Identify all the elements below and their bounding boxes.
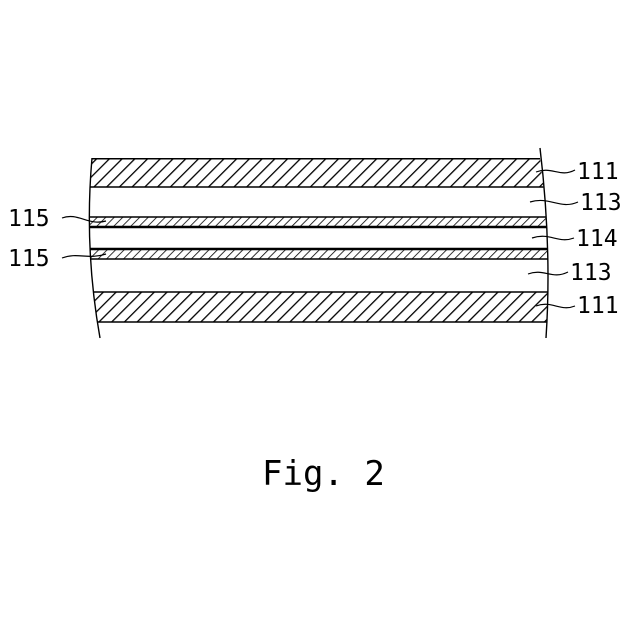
ref-label-111-bottom: 111 (577, 293, 619, 319)
ref-label-113-lower: 113 (570, 260, 612, 286)
layer-114-middle (80, 228, 560, 248)
layer-115-lower (80, 250, 560, 259)
layer-111-top (80, 158, 560, 187)
leader-line-111-top (536, 170, 575, 173)
ref-label-114: 114 (576, 226, 618, 252)
layer-113-upper (80, 187, 560, 217)
ref-label-113-upper: 113 (580, 190, 622, 216)
figure-caption: Fig. 2 (262, 454, 385, 494)
ref-label-115-lower: 115 (8, 246, 50, 272)
ref-label-111-top: 111 (577, 159, 619, 185)
layer-111-bottom (80, 292, 560, 322)
layer-115-upper (80, 217, 560, 226)
ref-label-115-upper: 115 (8, 206, 50, 232)
layer-113-lower (80, 259, 560, 292)
